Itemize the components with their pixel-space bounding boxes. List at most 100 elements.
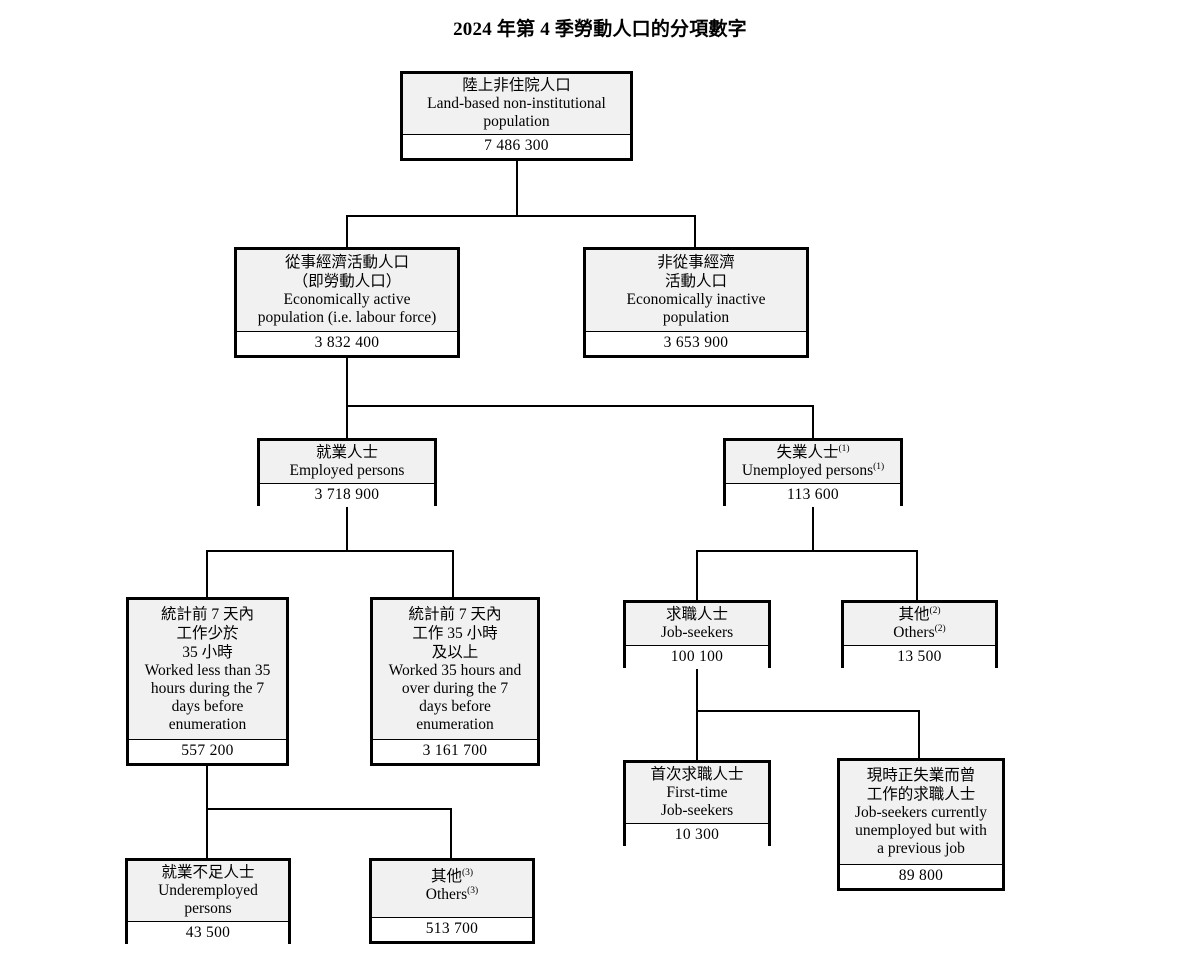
connector-inactive-drop <box>694 215 696 247</box>
node-employed-persons[interactable]: 就業人士 Employed persons 3 718 900 <box>257 438 437 507</box>
node-label-en-line2: Job-seekers <box>660 802 734 819</box>
node-label-zh-line2: 工作少於 <box>176 624 239 642</box>
node-label-zh: 失業人士(1) <box>776 443 850 461</box>
node-label-en: Job-seekers <box>660 624 734 641</box>
node-value: 3 832 400 <box>237 331 457 355</box>
node-label: 從事經濟活動人口 （即勞動人口） Economically active pop… <box>237 250 457 331</box>
connector-underemployed-drop <box>206 808 208 858</box>
connector-lt35-stem <box>206 766 208 810</box>
node-label-en-line2: population (i.e. labour force) <box>257 309 437 326</box>
node-value: 10 300 <box>626 823 768 847</box>
node-label-zh-line1: 現時正失業而曾 <box>866 767 976 784</box>
node-label-zh-line1: 統計前 7 天內 <box>160 605 254 623</box>
node-label-zh-line3: 及以上 <box>431 643 479 661</box>
node-label-en-line2: population <box>483 113 550 130</box>
connector-employed-drop <box>346 405 348 438</box>
node-label-zh: 就業不足人士 <box>161 864 255 881</box>
page-title: 2024 年第 4 季勞動人口的分項數字 <box>453 19 747 40</box>
node-label-zh: 求職人士 <box>665 606 728 623</box>
connector-unemployed-bar <box>696 550 918 552</box>
node-value: 7 486 300 <box>403 134 630 158</box>
connector-active-drop <box>346 215 348 247</box>
connector-others3-drop <box>450 808 452 858</box>
node-label: 統計前 7 天內 工作少於 35 小時 Worked less than 35 … <box>129 600 286 739</box>
node-label: 就業不足人士 Underemployed persons <box>128 861 288 921</box>
footnote-marker-3: (3) <box>467 885 479 896</box>
node-label-en-line3: a previous job <box>877 840 965 857</box>
node-label-zh-line2: 工作的求職人士 <box>866 786 976 803</box>
node-label-en-line1: Worked 35 hours and <box>388 661 522 679</box>
node-label-en-line2: persons <box>184 900 232 917</box>
footnote-marker-3: (3) <box>461 867 474 878</box>
node-label: 其他(2) Others(2) <box>844 603 995 645</box>
node-value: 100 100 <box>626 645 768 669</box>
node-label-zh-line1: 統計前 7 天內 <box>408 605 502 623</box>
node-value: 557 200 <box>129 739 286 763</box>
node-label-en-line1: Land-based non-institutional <box>427 95 606 112</box>
node-label-zh: 陸上非住院人口 <box>462 77 571 94</box>
node-first-time-job-seekers[interactable]: 首次求職人士 First-time Job-seekers 10 300 <box>623 760 771 847</box>
connector-employed-stem <box>346 506 348 552</box>
connector-active-bar <box>346 405 814 407</box>
node-label-zh: 其他(3) <box>430 867 474 885</box>
node-label: 失業人士(1) Unemployed persons(1) <box>726 441 900 483</box>
connector-unemployed-stem <box>812 506 814 552</box>
node-label-en-line1: Job-seekers currently <box>854 804 988 821</box>
node-underemployed-persons[interactable]: 就業不足人士 Underemployed persons 43 500 <box>125 858 291 945</box>
node-value: 3 718 900 <box>260 483 434 507</box>
node-economically-inactive[interactable]: 非從事經濟 活動人口 Economically inactive populat… <box>583 247 809 358</box>
footnote-marker-1: (1) <box>873 461 885 472</box>
node-land-based-population[interactable]: 陸上非住院人口 Land-based non-institutional pop… <box>400 71 633 161</box>
connector-unemployed-drop <box>812 405 814 438</box>
connector-landbased-bar <box>346 215 696 217</box>
node-label-en-line3: days before <box>171 697 244 715</box>
node-value: 89 800 <box>840 864 1002 888</box>
node-label-zh-line3: 35 小時 <box>182 643 233 661</box>
node-label: 統計前 7 天內 工作 35 小時 及以上 Worked 35 hours an… <box>373 600 537 739</box>
node-label-zh: 其他(2) <box>898 605 941 623</box>
footnote-marker-2: (2) <box>929 605 941 616</box>
connector-employed-bar <box>206 550 454 552</box>
node-label: 陸上非住院人口 Land-based non-institutional pop… <box>403 74 630 134</box>
node-label: 非從事經濟 活動人口 Economically inactive populat… <box>586 250 806 331</box>
connector-jobseekers-bar <box>696 710 920 712</box>
node-worked-less-than-35-hours[interactable]: 統計前 7 天內 工作少於 35 小時 Worked less than 35 … <box>126 597 289 766</box>
connector-lt35-bar <box>206 808 452 810</box>
node-label-zh-line1: 從事經濟活動人口 <box>284 254 409 271</box>
node-label-en-line4: enumeration <box>168 715 247 733</box>
connector-lt35-drop <box>206 550 208 597</box>
node-others-2[interactable]: 其他(2) Others(2) 13 500 <box>841 600 998 669</box>
node-label-en: Unemployed persons(1) <box>741 461 885 479</box>
node-label-en: Others(2) <box>893 623 946 641</box>
node-label-en: Employed persons <box>289 462 405 479</box>
node-value: 43 500 <box>128 921 288 945</box>
connector-others2-drop <box>916 550 918 600</box>
connector-landbased-stem <box>516 160 518 216</box>
node-worked-35-hours-and-over[interactable]: 統計前 7 天內 工作 35 小時 及以上 Worked 35 hours an… <box>370 597 540 766</box>
node-label-zh: 就業人士 <box>315 444 378 461</box>
node-economically-active[interactable]: 從事經濟活動人口 （即勞動人口） Economically active pop… <box>234 247 460 358</box>
node-label-zh-line2: 活動人口 <box>664 273 727 290</box>
node-label: 求職人士 Job-seekers <box>626 603 768 645</box>
node-value: 3 653 900 <box>586 331 806 355</box>
node-label-en-line2: population <box>662 309 730 326</box>
node-label-en-line1: Worked less than 35 <box>144 661 271 679</box>
node-label-en-line2: over during the 7 <box>401 679 509 697</box>
connector-jobseekers-stem <box>696 668 698 712</box>
node-label-zh: 首次求職人士 <box>650 766 744 783</box>
node-label-en-line1: Underemployed <box>158 882 258 899</box>
node-unemployed-persons[interactable]: 失業人士(1) Unemployed persons(1) 113 600 <box>723 438 903 507</box>
node-label-en-line1: Economically inactive <box>626 291 766 308</box>
connector-firsttime-drop <box>696 710 698 760</box>
node-job-seekers[interactable]: 求職人士 Job-seekers 100 100 <box>623 600 771 669</box>
node-label-en-line2: unemployed but with <box>855 822 987 839</box>
node-label-en-line4: enumeration <box>416 715 494 733</box>
node-job-seekers-previous-job[interactable]: 現時正失業而曾 工作的求職人士 Job-seekers currently un… <box>837 758 1005 891</box>
node-others-3[interactable]: 其他(3) Others(3) 513 700 <box>369 858 535 944</box>
node-value: 3 161 700 <box>373 739 537 763</box>
node-label-en-line1: Economically active <box>283 291 411 308</box>
node-label-zh-line2: 工作 35 小時 <box>412 624 498 642</box>
footnote-marker-1: (1) <box>838 443 850 454</box>
connector-prevjob-drop <box>918 710 920 758</box>
node-label: 其他(3) Others(3) <box>372 861 532 917</box>
